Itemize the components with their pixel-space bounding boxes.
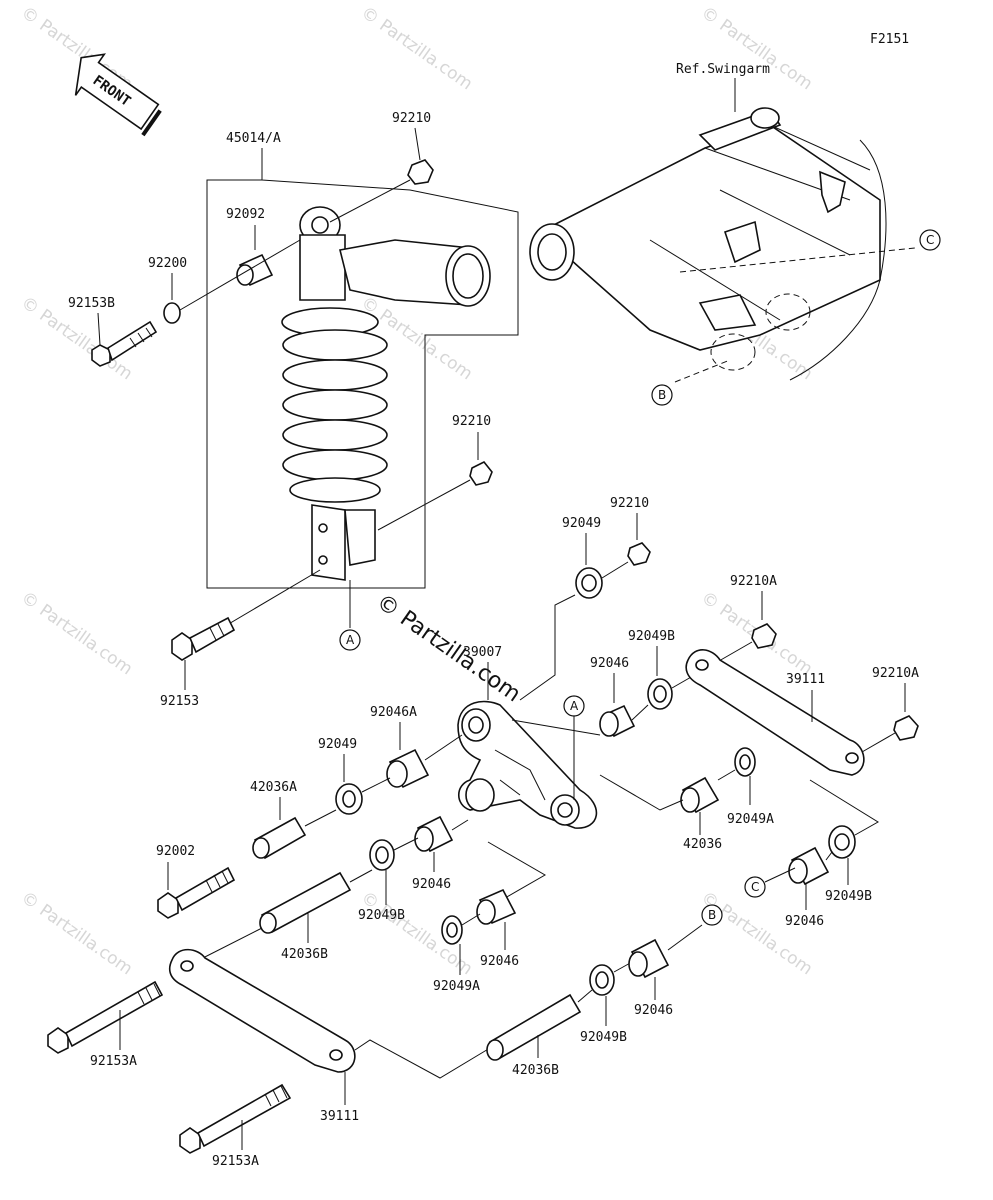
part-label: 92049A	[433, 979, 480, 994]
nut-92210-mid	[469, 460, 493, 486]
watermark: © Partzilla.com	[697, 888, 816, 980]
bolt-92002	[157, 866, 236, 919]
part-label: 92002	[156, 844, 195, 859]
part-label: 92210A	[872, 666, 919, 681]
bolt-92153a-bottom	[179, 1083, 292, 1154]
shock-absorber	[281, 206, 491, 581]
swingarm-ref-label: Ref.Swingarm	[676, 62, 770, 77]
swingarm-reference: Ref.Swingarm C B	[529, 62, 941, 406]
part-label: 92153	[160, 694, 199, 709]
part-label: 42036	[683, 837, 722, 852]
part-label: 92200	[148, 256, 187, 271]
part-label: 39111	[786, 672, 825, 687]
part-label: 92210A	[730, 574, 777, 589]
link-39111-bottom	[168, 948, 356, 1073]
part-label: 92049A	[727, 812, 774, 827]
part-label: 92049	[318, 737, 357, 752]
part-label: 42036B	[281, 947, 328, 962]
rocker-39007	[457, 700, 598, 829]
part-label: 92046	[480, 954, 519, 969]
part-label: 39007	[463, 645, 502, 660]
part-label: 42036B	[512, 1063, 559, 1078]
callout-b: B	[658, 388, 666, 402]
part-label: 92153A	[90, 1054, 137, 1069]
part-label: 92153B	[68, 296, 115, 311]
nut-92210a-right	[893, 715, 919, 741]
nut-92210-top	[407, 159, 434, 185]
part-label: 92210	[392, 111, 431, 126]
callout-c: C	[926, 233, 934, 247]
part-label: 39111	[320, 1109, 359, 1124]
part-label: 92046	[412, 877, 451, 892]
part-label: 42036A	[250, 780, 297, 795]
callout-b: B	[708, 908, 716, 922]
watermark: © Partzilla.com	[357, 3, 476, 95]
part-label: 92210	[610, 496, 649, 511]
figure-code: F2151	[870, 32, 909, 47]
part-label: 92049	[562, 516, 601, 531]
callout-c: C	[751, 880, 759, 894]
nut-92210a-top	[751, 623, 777, 649]
part-label: 92210	[452, 414, 491, 429]
part-label: 92049B	[628, 629, 675, 644]
watermark: © Partzilla.com	[697, 3, 816, 95]
link-39111-right	[685, 649, 865, 776]
part-label: 92049B	[580, 1030, 627, 1045]
part-label: 92092	[226, 207, 265, 222]
part-label: 92049B	[358, 908, 405, 923]
bolt-92153	[171, 616, 236, 661]
bolt-92153a-left	[47, 980, 164, 1054]
part-label: 92046	[590, 656, 629, 671]
callout-a: A	[570, 699, 579, 713]
part-label: 92153A	[212, 1154, 259, 1169]
watermark: © Partzilla.com	[17, 888, 136, 980]
bolt-92153b	[91, 320, 158, 367]
watermark: © Partzilla.com	[17, 588, 136, 680]
part-label: 92049B	[825, 889, 872, 904]
part-label: 45014/A	[226, 131, 281, 146]
part-label: 92046	[634, 1003, 673, 1018]
nut-92210-right	[627, 542, 651, 566]
part-label: 92046A	[370, 705, 417, 720]
shock-group-bracket	[206, 160, 519, 589]
callout-a: A	[346, 633, 355, 647]
part-label: 92046	[785, 914, 824, 929]
washer-92200	[163, 302, 181, 324]
